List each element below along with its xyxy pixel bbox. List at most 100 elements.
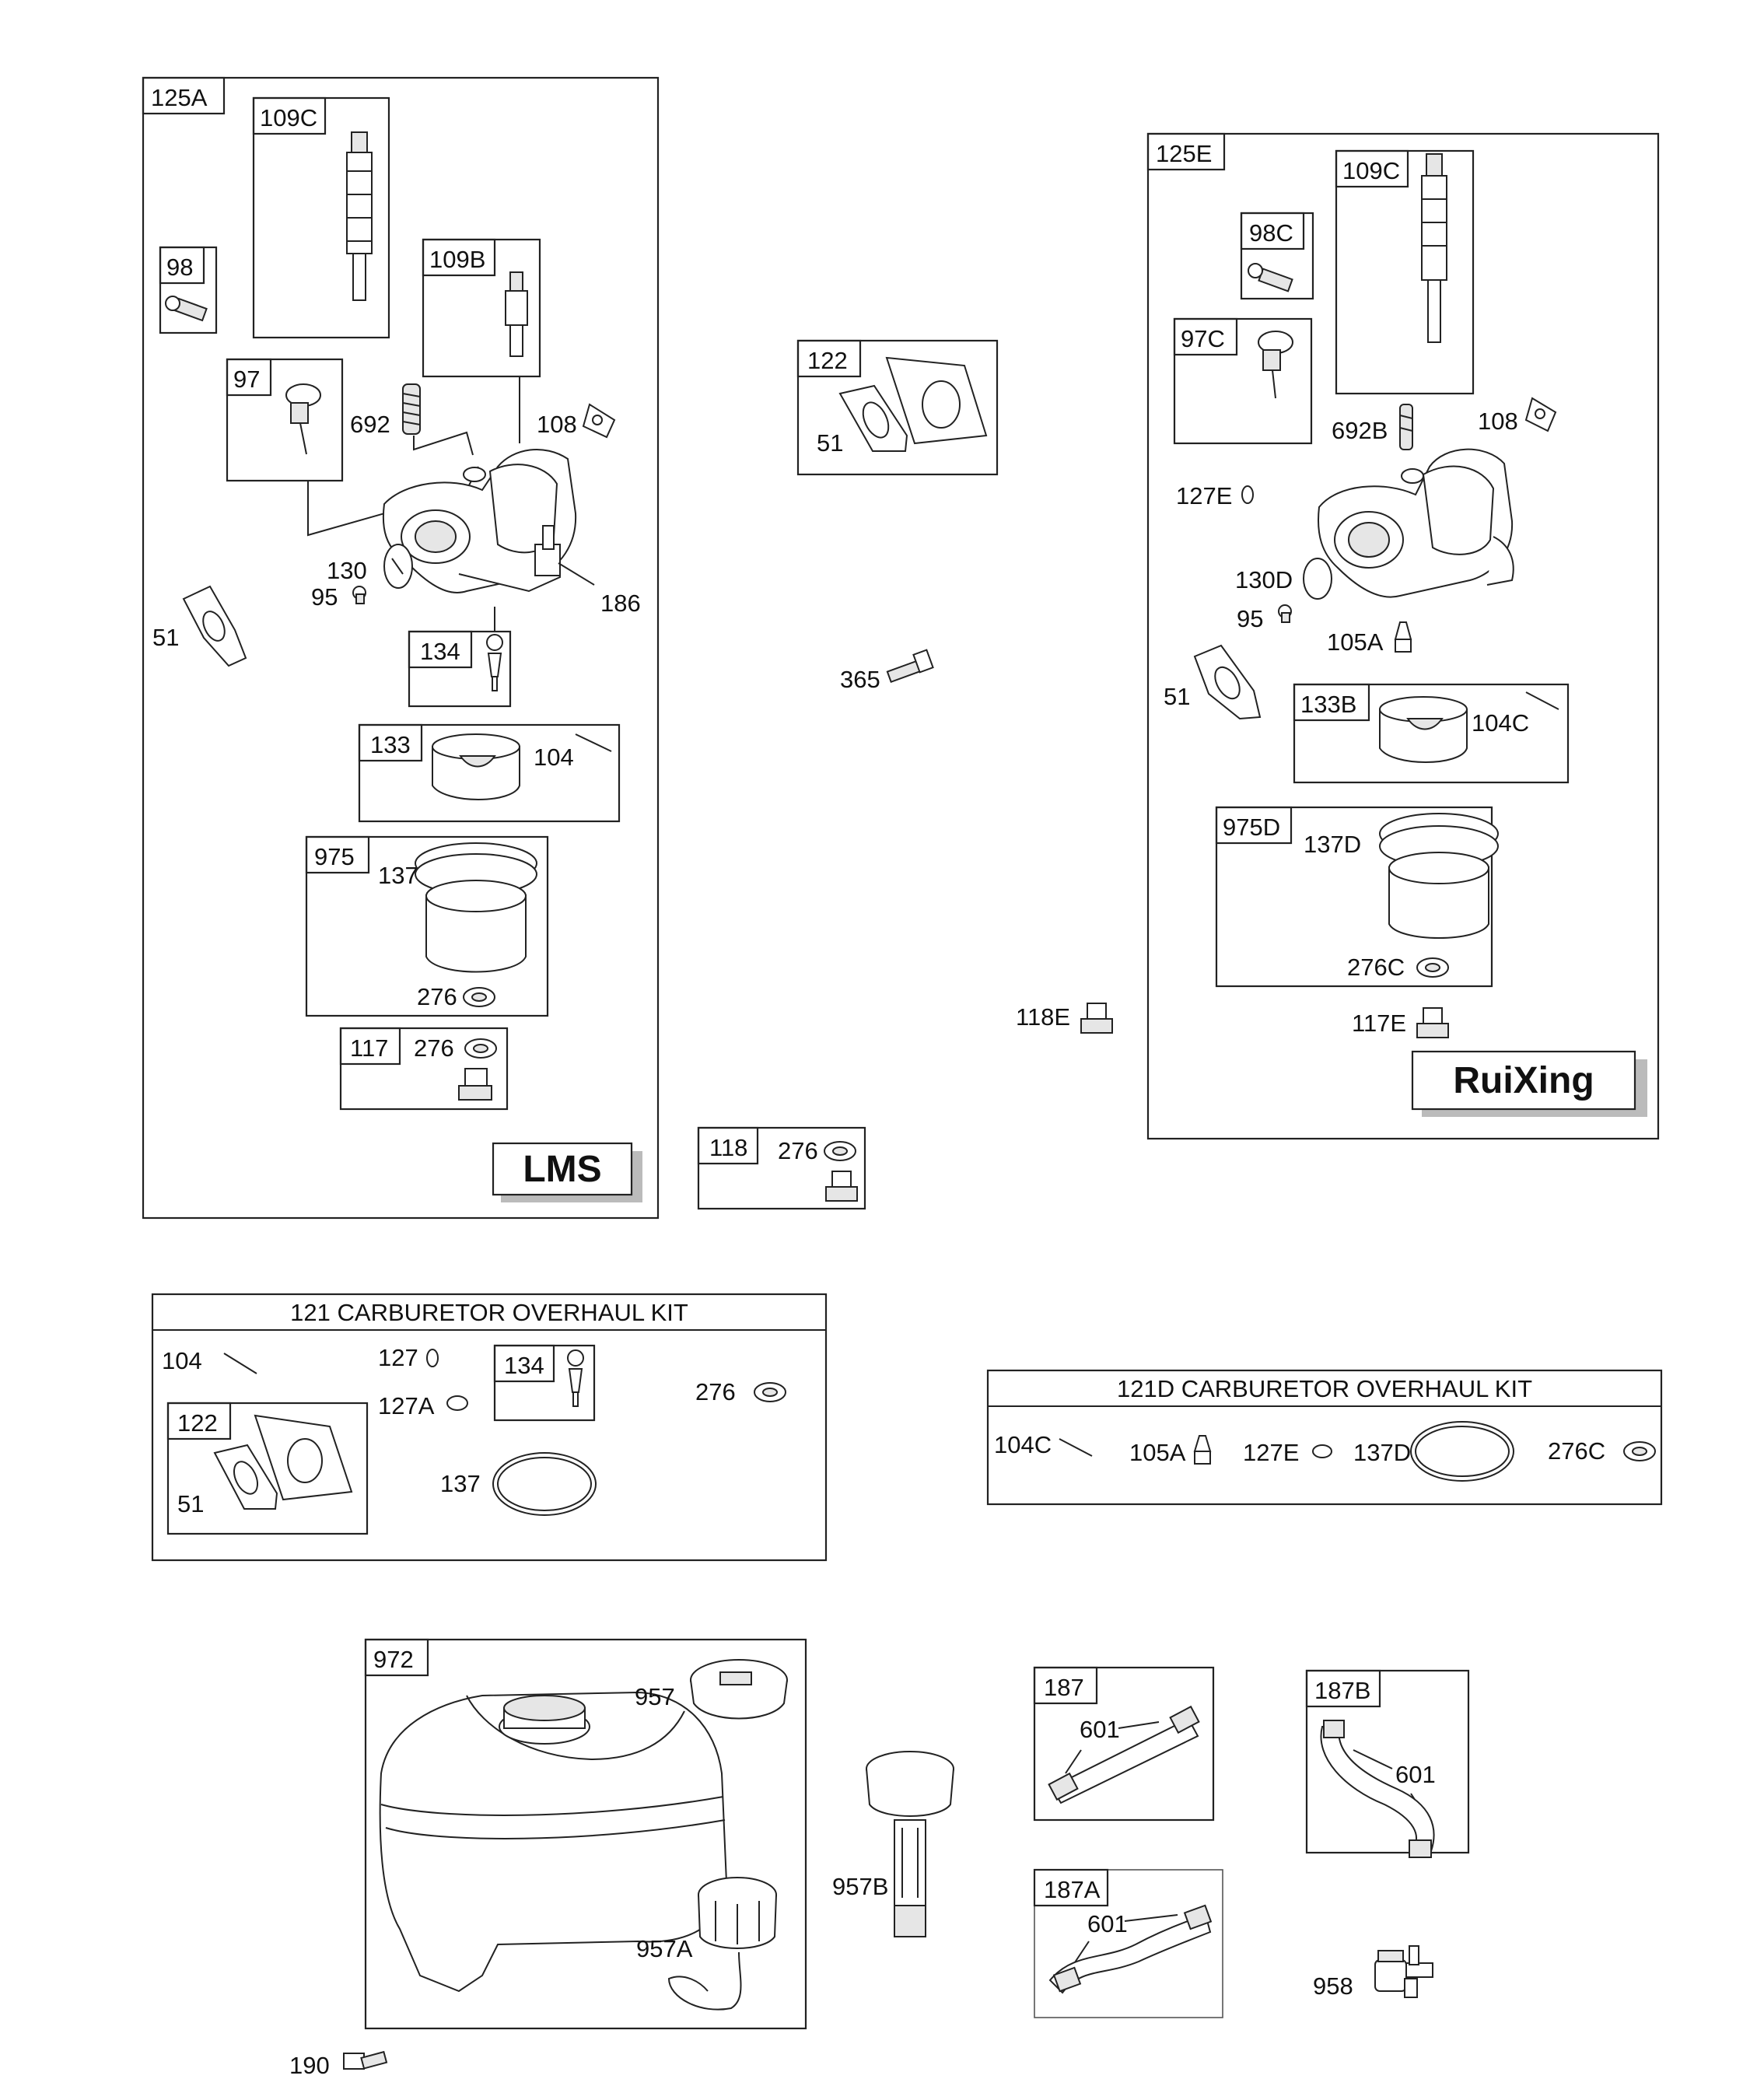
spring-icon [1399, 404, 1413, 450]
label-104-kit: 104 [162, 1347, 202, 1374]
label-118: 118 [709, 1134, 747, 1161]
label-104C: 104C [1472, 709, 1529, 737]
gasket-icon [838, 384, 908, 452]
fuel-bowl-screw-long-icon [1421, 153, 1447, 343]
label-957A: 957A [636, 1935, 693, 1962]
label-601-c: 601 [1395, 1761, 1436, 1788]
label-276C: 276C [1347, 954, 1405, 981]
label-51-r: 51 [1164, 683, 1190, 710]
label-276-mid: 276 [778, 1137, 818, 1164]
brand-ruixing: RuiXing [1453, 1060, 1594, 1101]
washer-icon [464, 1038, 497, 1059]
label-108: 108 [537, 411, 577, 438]
inlet-needle-icon [486, 634, 503, 691]
label-134: 134 [420, 638, 460, 665]
part-118E: 118E [1016, 1003, 1113, 1034]
group-121-kit: 121 CARBURETOR OVERHAUL KIT 104 127 127A… [151, 1293, 828, 1562]
label-95-r: 95 [1237, 605, 1263, 632]
gasket-icon [182, 585, 247, 667]
bolt-icon [343, 2050, 388, 2070]
group-187A: 187A 601 [1033, 1868, 1223, 2018]
bushing-icon [582, 403, 616, 439]
label-957B: 957B [832, 1873, 888, 1900]
group-972: 972 957 957A [364, 1638, 807, 2030]
bowl-nut-icon [1080, 1003, 1113, 1034]
label-130D: 130D [1235, 566, 1293, 593]
label-98C: 98C [1249, 219, 1293, 247]
label-97C: 97C [1181, 325, 1225, 352]
part-365: 365 [840, 649, 934, 693]
label-118E: 118E [1016, 1003, 1070, 1031]
label-122-kit: 122 [177, 1409, 218, 1437]
label-276-kit: 276 [695, 1378, 736, 1405]
fuel-bowl-icon [1379, 813, 1499, 939]
label-127: 127 [378, 1344, 418, 1371]
throttle-lever-icon [285, 383, 321, 455]
label-975D: 975D [1223, 814, 1280, 841]
label-137: 137 [378, 862, 418, 889]
label-104: 104 [534, 744, 574, 771]
label-127E-kit: 127E [1243, 1439, 1299, 1466]
fuel-line-icon [1320, 1720, 1435, 1858]
washer-icon [463, 987, 495, 1007]
label-127E: 127E [1176, 482, 1232, 509]
inlet-needle-icon [1193, 1435, 1212, 1465]
bowl-nut-icon [825, 1171, 858, 1202]
washer-icon [1623, 1441, 1656, 1461]
gasket-icon [213, 1444, 278, 1510]
label-187B: 187B [1314, 1677, 1370, 1704]
choke-plate-icon [1303, 558, 1332, 600]
bolt-icon [886, 649, 934, 684]
label-117E: 117E [1352, 1010, 1406, 1037]
fuel-line-icon [1048, 1705, 1200, 1804]
group-187B: 187B 601 [1305, 1669, 1470, 1858]
label-105A: 105A [1327, 628, 1384, 656]
label-601-b: 601 [1087, 1910, 1128, 1937]
group-122: 122 51 [796, 339, 999, 476]
label-365: 365 [840, 666, 880, 693]
bushing-icon [1524, 397, 1557, 432]
fuel-tank-icon [379, 1691, 728, 1993]
label-109B: 109B [429, 246, 485, 273]
screw-icon [1248, 263, 1293, 292]
label-276C-kit: 276C [1548, 1437, 1605, 1465]
label-137-kit: 137 [440, 1470, 481, 1497]
group-187: 187 601 [1033, 1666, 1215, 1822]
label-137D-kit: 137D [1353, 1439, 1411, 1466]
label-133B: 133B [1300, 691, 1356, 718]
label-125E: 125E [1156, 140, 1212, 167]
small-screw-icon [1278, 604, 1292, 623]
label-133: 133 [370, 731, 411, 758]
carburetor-body-icon [382, 449, 577, 593]
label-51-kit: 51 [177, 1490, 204, 1517]
gasket-icon [1193, 644, 1262, 720]
label-975: 975 [314, 843, 355, 870]
label-108-r: 108 [1478, 408, 1518, 435]
label-125A: 125A [151, 84, 208, 111]
label-692: 692 [350, 411, 390, 438]
label-190: 190 [289, 2052, 330, 2079]
fuel-cap-with-screen-icon [866, 1751, 954, 1937]
label-276-b: 276 [414, 1034, 454, 1062]
o-ring-icon [1312, 1444, 1332, 1458]
group-125E: 125E 109C 98C 97C 692B [1146, 132, 1660, 1140]
label-104C-kit: 104C [994, 1431, 1052, 1458]
fuel-cap-icon [690, 1659, 788, 1720]
label-601-a: 601 [1080, 1716, 1120, 1743]
label-958: 958 [1313, 1972, 1353, 2000]
group-118: 118 276 [697, 1126, 866, 1210]
insulator-icon [885, 356, 988, 445]
screw-icon [165, 296, 208, 322]
o-ring-icon [446, 1395, 468, 1411]
label-51-mid: 51 [817, 429, 843, 457]
bowl-nut-icon [458, 1068, 492, 1101]
small-screw-icon [352, 586, 366, 604]
fuel-line-icon [1048, 1904, 1213, 1994]
label-109C-r: 109C [1342, 157, 1400, 184]
fuel-bowl-screw-long-icon [346, 131, 373, 301]
title-121-kit: 121 CARBURETOR OVERHAUL KIT [290, 1299, 688, 1326]
label-692B: 692B [1332, 417, 1388, 444]
brand-lms: LMS [523, 1149, 601, 1190]
inlet-needle-icon [1394, 621, 1412, 653]
